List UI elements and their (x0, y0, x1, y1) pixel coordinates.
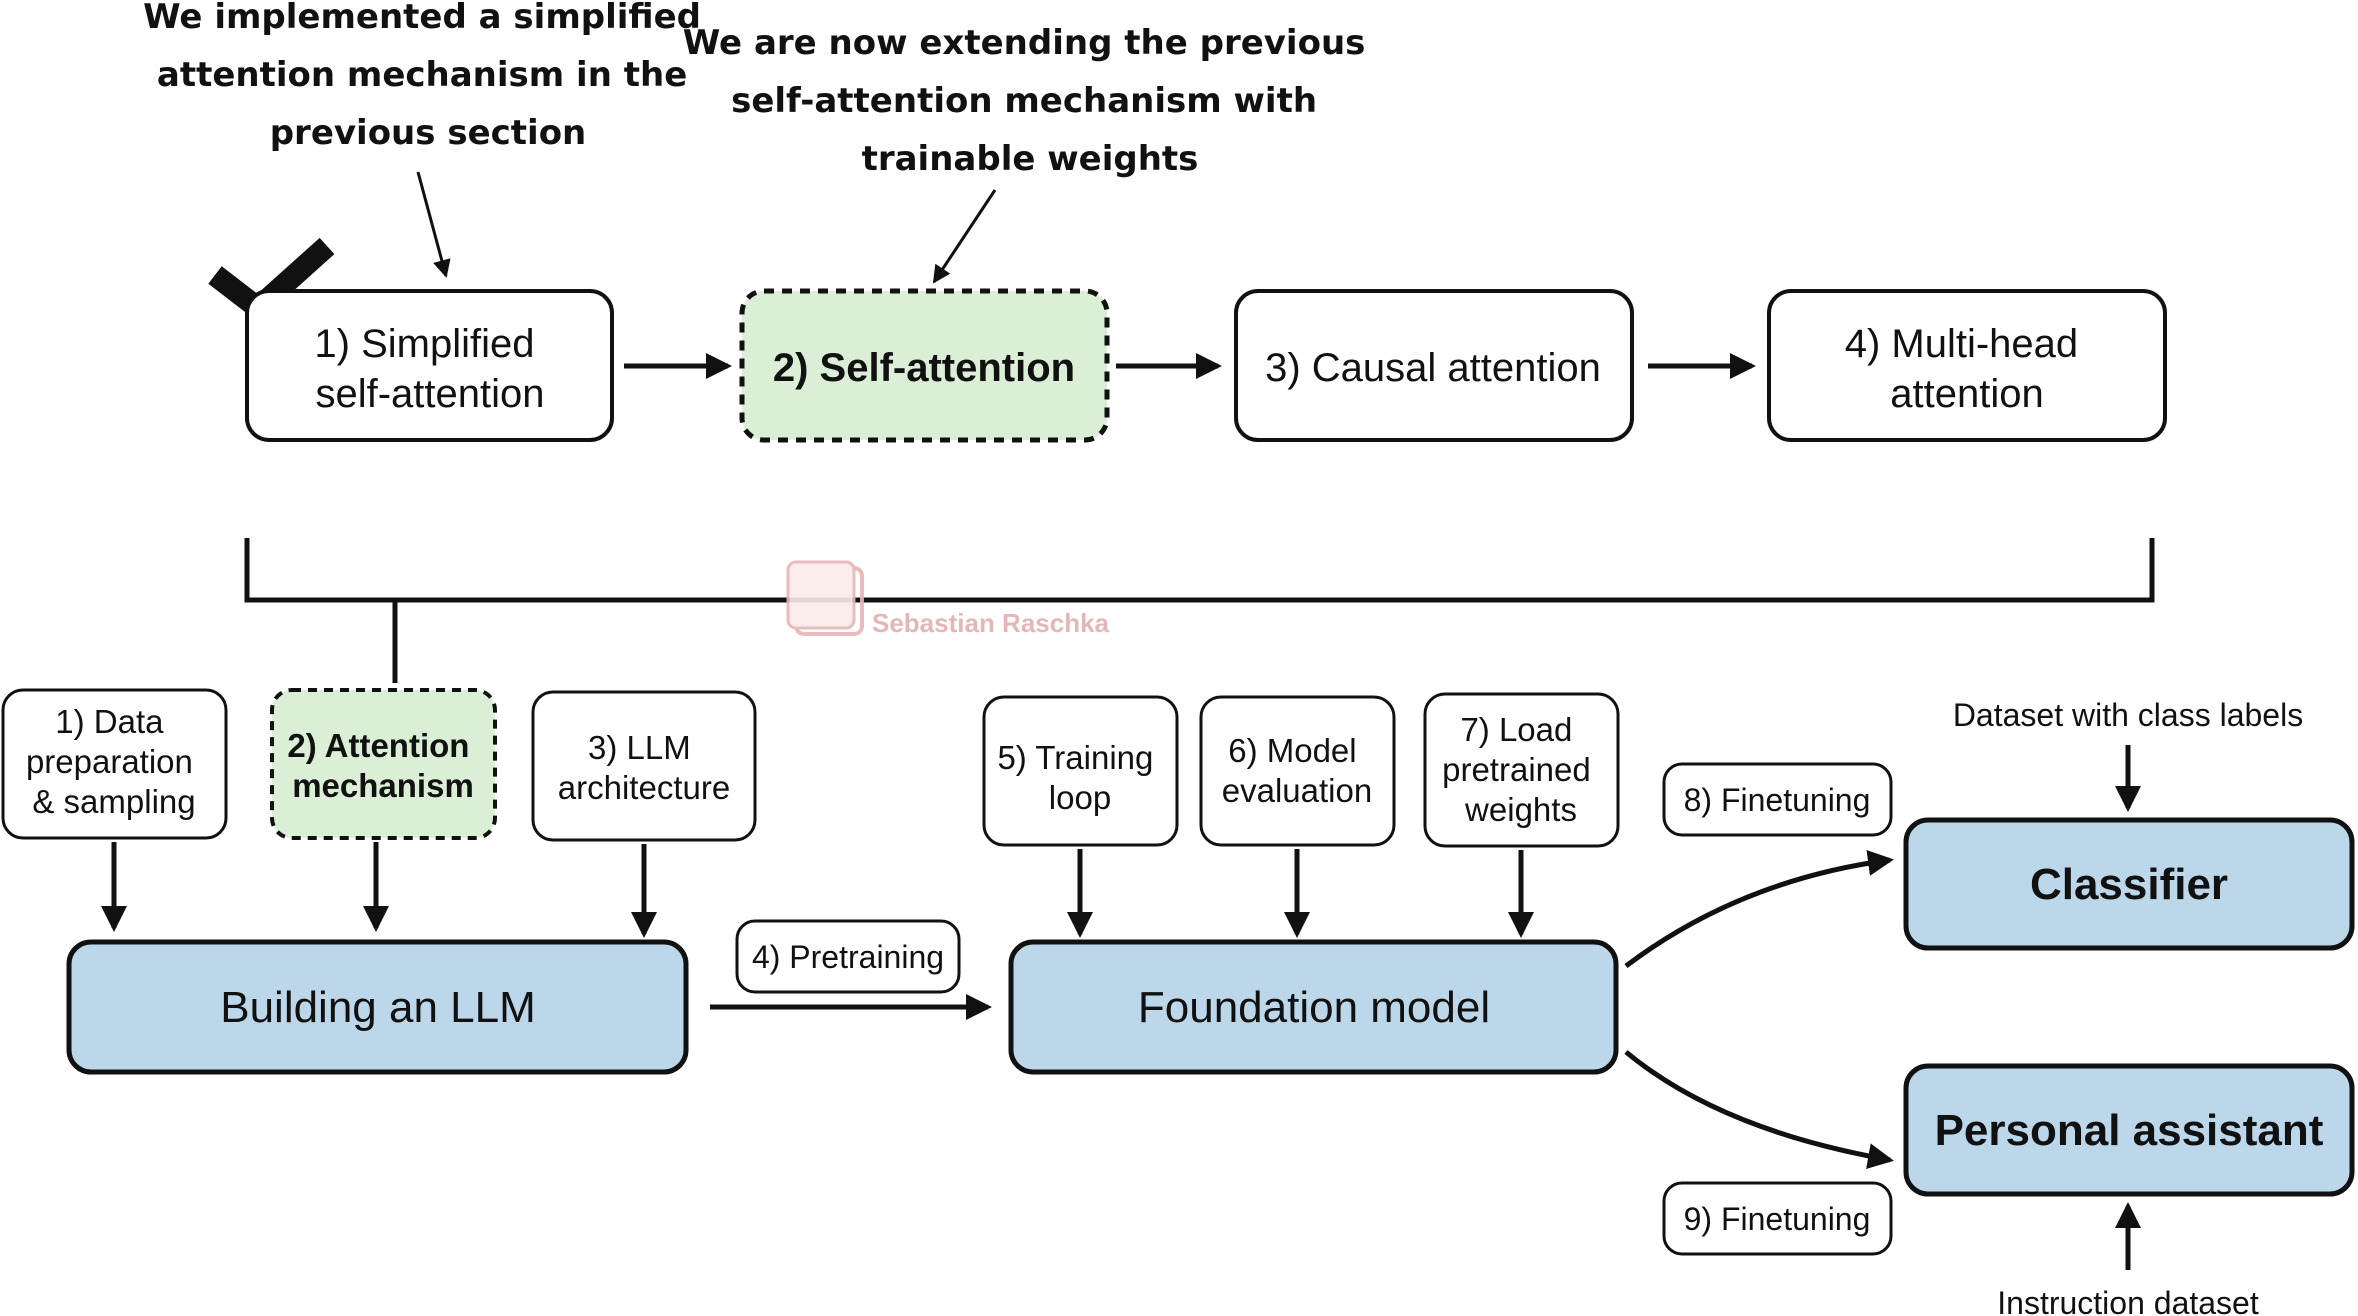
svg-text:6) Model evaluation: 6) Model evaluation (1222, 732, 1372, 809)
attention-step-2-label: 2) Self-attention (773, 346, 1075, 390)
stage1-step-data-preparation[interactable]: 1) Data preparation & sampling (1, 688, 228, 840)
personal-assistant-box[interactable]: Personal assistant (1903, 1063, 2355, 1197)
finetuning-assistant-text: 9) Finetuning (1684, 1201, 1871, 1237)
attention-step-4-multi-head[interactable]: 4) Multi-head attention (1767, 289, 2167, 442)
pretraining-text: 4) Pretraining (752, 939, 944, 975)
training-loop-line-1: 5) Training (997, 739, 1153, 776)
attention-bracket (244, 538, 2155, 603)
svg-text:4) Multi-head attention: 4) Multi-head attention (1845, 322, 2090, 416)
attention-step-3-label: 3) Causal attention (1265, 346, 1601, 390)
load-weights-line-2: pretrained (1442, 751, 1591, 788)
data-prep-line-2: preparation (26, 743, 193, 780)
svg-text:3) LLM architecture: 3) LLM architecture (558, 729, 730, 806)
stage1-step-attention-mechanism[interactable]: 2) Attention mechanism (270, 688, 497, 840)
svg-text:1) Data preparation: 1) Data preparation & sampling (26, 703, 202, 820)
attention-step-4-line-1: 4) Multi-head (1845, 322, 2078, 366)
svg-text:7) Load pretrained: 7) Load pretrained weights (1442, 711, 1600, 828)
arrow-foundation-to-assistant (1624, 1050, 1894, 1169)
stage2-step-training-loop[interactable]: 5) Training loop (982, 695, 1179, 847)
stage2-step-load-weights[interactable]: 7) Load pretrained weights (1423, 692, 1620, 848)
callout-extending-pointer (932, 189, 997, 284)
attention-step-2-self-attention[interactable]: 2) Self-attention (739, 288, 1110, 443)
attention-step-4-line-2: attention (1890, 372, 2043, 416)
svg-text:1) Simplified self-atten: 1) Simplified self-attention (314, 322, 545, 416)
load-weights-line-1: 7) Load (1460, 711, 1572, 748)
model-evaluation-line-2: evaluation (1222, 772, 1372, 809)
attention-step-1-line-2: self-attention (315, 372, 544, 416)
classifier-input-label: Dataset with class labels (1953, 697, 2303, 733)
watermark-text: Sebastian Raschka (872, 608, 1110, 638)
callout-previous-pointer (416, 171, 451, 278)
classifier-label: Classifier (2030, 860, 2228, 909)
callout-previous-section: We implemented a simplified attention me… (143, 0, 713, 153)
callout-extending: We are now extending the previous self-a… (683, 23, 1377, 179)
attention-step-3-causal[interactable]: 3) Causal attention (1234, 289, 1634, 442)
personal-assistant-label: Personal assistant (1935, 1106, 2324, 1155)
callout-extending-line-1: We are now extending the previous (683, 23, 1366, 63)
classifier-box[interactable]: Classifier (1903, 817, 2355, 951)
callout-extending-line-3: trainable weights (862, 139, 1199, 179)
model-evaluation-line-1: 6) Model (1228, 732, 1356, 769)
llm-architecture-line-1: 3) LLM (588, 729, 691, 766)
callout-previous-line-2: attention mechanism in the (157, 55, 687, 95)
assistant-input-label: Instruction dataset (1997, 1285, 2259, 1316)
svg-text:2) Attention mechanism: 2) Attention mechanism (287, 727, 478, 804)
load-weights-line-3: weights (1464, 791, 1577, 828)
stage2-step-model-evaluation[interactable]: 6) Model evaluation (1199, 695, 1396, 847)
foundation-model-label: Foundation model (1138, 983, 1490, 1032)
callout-extending-line-2: self-attention mechanism with (731, 81, 1317, 121)
llm-architecture-line-2: architecture (558, 769, 730, 806)
building-llm-label: Building an LLM (220, 983, 536, 1032)
finetuning-assistant-label: 9) Finetuning (1662, 1181, 1893, 1256)
callout-previous-line-1: We implemented a simplified (143, 0, 701, 37)
callout-previous-line-3: previous section (270, 113, 587, 153)
finetuning-classifier-label: 8) Finetuning (1662, 762, 1893, 837)
attention-step-1-simplified[interactable]: 1) Simplified self-attention (245, 289, 614, 442)
data-prep-line-1: 1) Data (55, 703, 164, 740)
watermark: Sebastian Raschka (786, 560, 1110, 638)
svg-text:5) Training loop: 5) Training loop (997, 739, 1162, 816)
attention-step-1-line-1: 1) Simplified (314, 322, 534, 366)
stage1-step-llm-architecture[interactable]: 3) LLM architecture (531, 690, 757, 842)
building-llm-box[interactable]: Building an LLM (66, 939, 689, 1075)
arrow-foundation-to-classifier (1624, 850, 1894, 968)
foundation-model-box[interactable]: Foundation model (1008, 939, 1619, 1075)
finetuning-classifier-text: 8) Finetuning (1684, 782, 1871, 818)
attention-mechanism-line-1: 2) Attention (287, 727, 469, 764)
pretraining-label: 4) Pretraining (735, 919, 961, 994)
training-loop-line-2: loop (1049, 779, 1111, 816)
data-prep-line-3: & sampling (32, 783, 195, 820)
attention-mechanism-line-2: mechanism (292, 767, 474, 804)
